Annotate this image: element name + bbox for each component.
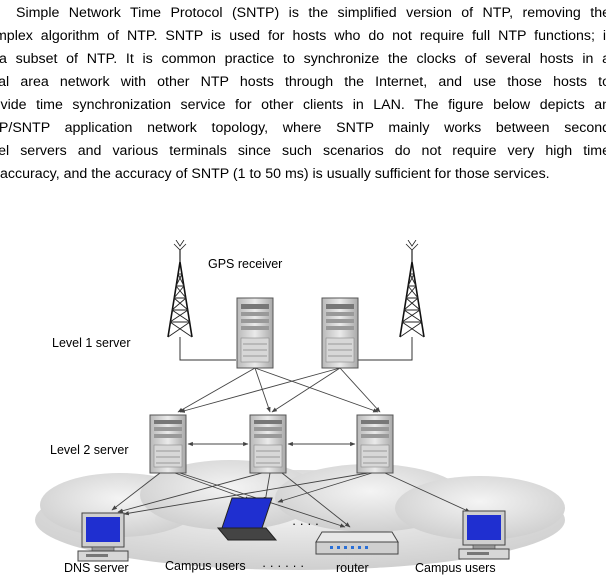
intro-paragraph: Simple Network Time Protocol (SNTP) is t…: [0, 2, 606, 186]
para-line-2: complex algorithm of NTP. SNTP is used f…: [0, 28, 606, 44]
campus-user-computer-icon: [458, 510, 510, 560]
level1-server-icon: [321, 297, 359, 369]
dns-server-label: DNS server: [64, 561, 129, 575]
network-topology-figure: GPS receiver Level 1 server Level 2 serv…: [35, 240, 565, 575]
para-line-1: Simple Network Time Protocol (SNTP) is t…: [16, 5, 606, 21]
para-line-5: provide time synchronization service for…: [0, 97, 606, 113]
dns-server-computer-icon: [77, 512, 129, 562]
level2-server-label: Level 2 server: [50, 443, 129, 457]
para-line-3: is a subset of NTP. It is common practic…: [0, 51, 606, 67]
level2-server-icon: [356, 414, 394, 474]
campus-users-label-1: Campus users: [165, 559, 246, 573]
level1-to-level2-links: [177, 367, 381, 413]
level2-server-icon: [149, 414, 187, 474]
para-line-8: accuracy, and the accuracy of SNTP (1 to…: [0, 166, 550, 182]
laptop-icon: [216, 497, 278, 541]
para-line-7: level servers and various terminals sinc…: [0, 143, 606, 159]
router-label: router: [336, 561, 369, 575]
dots-top: · · · ·: [292, 517, 319, 531]
level2-server-icon: [249, 414, 287, 474]
campus-users-label-2: Campus users: [415, 561, 496, 575]
level1-server-label: Level 1 server: [52, 336, 131, 350]
gps-antenna-tower-icon: [399, 240, 425, 338]
router-icon: [315, 531, 399, 555]
gps-antenna-tower-icon: [167, 240, 193, 338]
dots-label: · · · · · ·: [262, 559, 304, 573]
gps-receiver-label: GPS receiver: [208, 257, 282, 271]
level1-server-icon: [236, 297, 274, 369]
level2-to-client-links: [111, 472, 471, 528]
para-line-6: NTP/SNTP application network topology, w…: [0, 120, 606, 136]
para-line-4: local area network with other NTP hosts …: [0, 74, 606, 90]
